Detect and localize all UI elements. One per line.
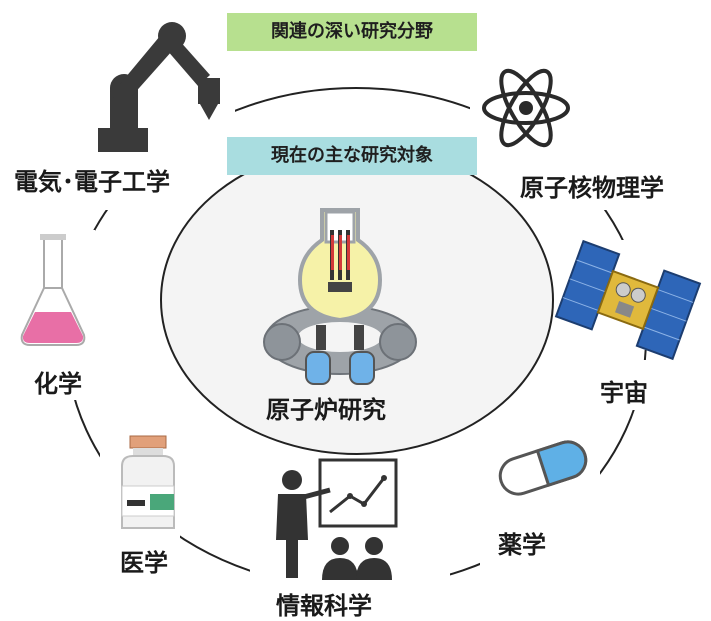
- field-medicine: 医学: [120, 549, 168, 577]
- field-pharmacy: 薬学: [498, 531, 546, 559]
- field-space: 宇宙: [600, 379, 648, 407]
- field-informatics: 情報科学: [276, 592, 372, 620]
- related-fields-banner: 関連の深い研究分野: [227, 13, 477, 51]
- field-electrical: 電気･電子工学: [14, 168, 170, 196]
- center-label: 原子炉研究: [266, 396, 386, 424]
- current-targets-banner: 現在の主な研究対象: [227, 137, 477, 175]
- field-nuclear-physics: 原子核物理学: [520, 174, 664, 202]
- field-chemistry: 化学: [34, 370, 82, 398]
